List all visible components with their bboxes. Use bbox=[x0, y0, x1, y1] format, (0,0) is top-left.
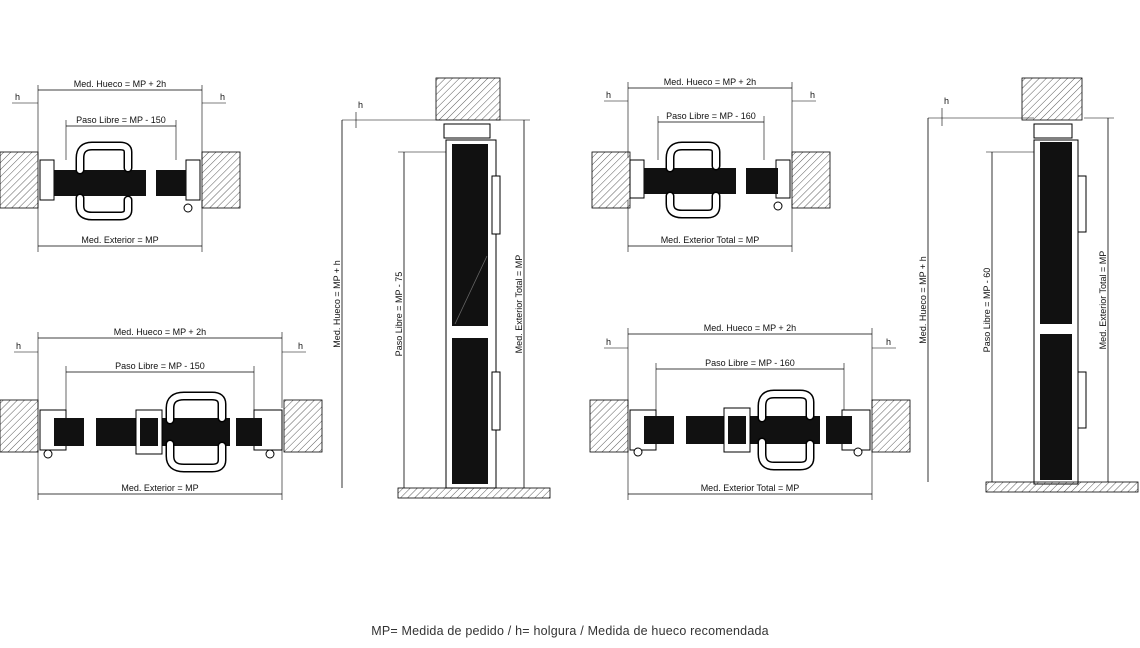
hueco-label: Med. Hueco = MP + 2h bbox=[664, 77, 756, 87]
gap-right-label: h bbox=[886, 337, 891, 347]
gap-left-label: h bbox=[606, 337, 611, 347]
gap-left-label: h bbox=[16, 341, 21, 351]
plan-bottom-left: Med. Hueco = MP + 2h h h Paso Libre = MP… bbox=[0, 327, 323, 500]
wall-left bbox=[0, 151, 39, 209]
door-leaf bbox=[54, 170, 146, 196]
wall-left bbox=[589, 399, 629, 453]
exterior-label: Med. Exterior = MP bbox=[121, 483, 198, 493]
paso-label: Paso Libre = MP - 160 bbox=[666, 111, 756, 121]
floor bbox=[397, 487, 551, 499]
plan-top-left: Med. Hueco = MP + 2h h h Paso Libre = MP… bbox=[0, 79, 241, 252]
exterior-label: Med. Exterior Total = MP bbox=[1098, 251, 1108, 350]
exterior-label: Med. Exterior Total = MP bbox=[514, 255, 524, 354]
plan-top-right: Med. Hueco = MP + 2h h h Paso Libre = MP… bbox=[591, 77, 831, 252]
exterior-label: Med. Exterior Total = MP bbox=[701, 483, 800, 493]
paso-label: Paso Libre = MP - 160 bbox=[705, 358, 795, 368]
wall-right bbox=[283, 399, 323, 453]
hueco-label: Med. Hueco = MP + 2h bbox=[114, 327, 206, 337]
gap-label: h bbox=[358, 100, 363, 110]
wall-left bbox=[591, 151, 631, 209]
drawing-canvas: Med. Hueco = MP + 2h h h Paso Libre = MP… bbox=[0, 77, 1139, 500]
wall-right bbox=[201, 151, 241, 209]
floor bbox=[985, 481, 1139, 493]
elevation-left: h Med. Hueco = MP + h Paso Libre = MP - … bbox=[332, 77, 551, 499]
hueco-label: Med. Hueco = MP + h bbox=[332, 260, 342, 347]
exterior-label: Med. Exterior = MP bbox=[81, 235, 158, 245]
door-leaf bbox=[644, 168, 736, 194]
door-panel-lower bbox=[452, 338, 488, 484]
gap-right-label: h bbox=[220, 92, 225, 102]
gap-left-label: h bbox=[606, 90, 611, 100]
paso-label: Paso Libre = MP - 150 bbox=[115, 361, 205, 371]
gap-right-label: h bbox=[298, 341, 303, 351]
door-panel-upper bbox=[452, 144, 488, 326]
legend-caption: MP= Medida de pedido / h= holgura / Medi… bbox=[371, 624, 769, 638]
door-leaf bbox=[96, 418, 230, 446]
gap-label: h bbox=[944, 96, 949, 106]
hueco-label: Med. Hueco = MP + 2h bbox=[704, 323, 796, 333]
paso-label: Paso Libre = MP - 60 bbox=[982, 268, 992, 353]
door-leaf bbox=[686, 416, 820, 444]
paso-label: Paso Libre = MP - 75 bbox=[394, 272, 404, 357]
hueco-label: Med. Hueco = MP + h bbox=[918, 256, 928, 343]
wall-left bbox=[0, 399, 39, 453]
door-panel-upper bbox=[1040, 142, 1072, 324]
gap-left-label: h bbox=[15, 92, 20, 102]
exterior-label: Med. Exterior Total = MP bbox=[661, 235, 760, 245]
lintel bbox=[435, 77, 501, 121]
gap-right-label: h bbox=[810, 90, 815, 100]
wall-right bbox=[871, 399, 911, 453]
plan-bottom-right: Med. Hueco = MP + 2h h h Paso Libre = MP… bbox=[589, 323, 911, 500]
wall-right bbox=[791, 151, 831, 209]
hueco-label: Med. Hueco = MP + 2h bbox=[74, 79, 166, 89]
elevation-right: h Med. Hueco = MP + h Paso Libre = MP - … bbox=[918, 77, 1139, 493]
lintel bbox=[1021, 77, 1083, 121]
paso-label: Paso Libre = MP - 150 bbox=[76, 115, 166, 125]
door-panel-lower bbox=[1040, 334, 1072, 480]
